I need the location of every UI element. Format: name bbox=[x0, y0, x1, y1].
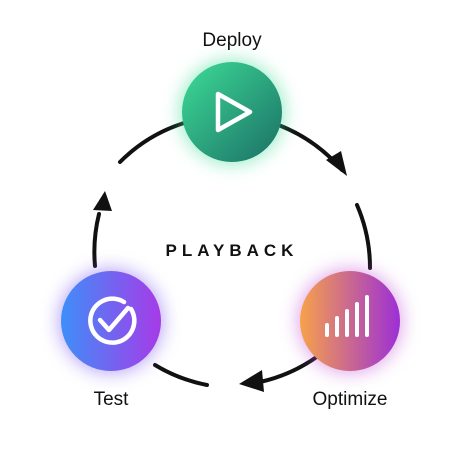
arrowhead-optimize-to-test bbox=[239, 370, 264, 392]
node-deploy bbox=[180, 60, 284, 164]
arrowhead-test-to-deploy bbox=[93, 191, 112, 211]
arc-bottom-segment bbox=[153, 363, 209, 387]
deploy-circle bbox=[182, 62, 282, 162]
test-label: Test bbox=[93, 389, 129, 410]
arrowhead-deploy-to-optimize bbox=[326, 151, 347, 176]
arc-top-left-segment bbox=[118, 121, 186, 164]
arc-right-segment bbox=[355, 203, 373, 270]
center-title: PLAYBACK bbox=[165, 241, 299, 260]
check-circle-icon bbox=[88, 296, 137, 345]
arrow-optimize-to-test bbox=[258, 354, 320, 384]
arrow-test-to-deploy bbox=[92, 212, 101, 268]
optimize-label: Optimize bbox=[312, 389, 388, 410]
node-optimize bbox=[298, 269, 402, 373]
node-test bbox=[59, 269, 163, 373]
play-icon bbox=[215, 91, 253, 133]
optimize-circle bbox=[300, 271, 400, 371]
bar-chart-icon bbox=[325, 295, 369, 337]
test-circle bbox=[61, 271, 161, 371]
deploy-label: Deploy bbox=[202, 30, 262, 51]
